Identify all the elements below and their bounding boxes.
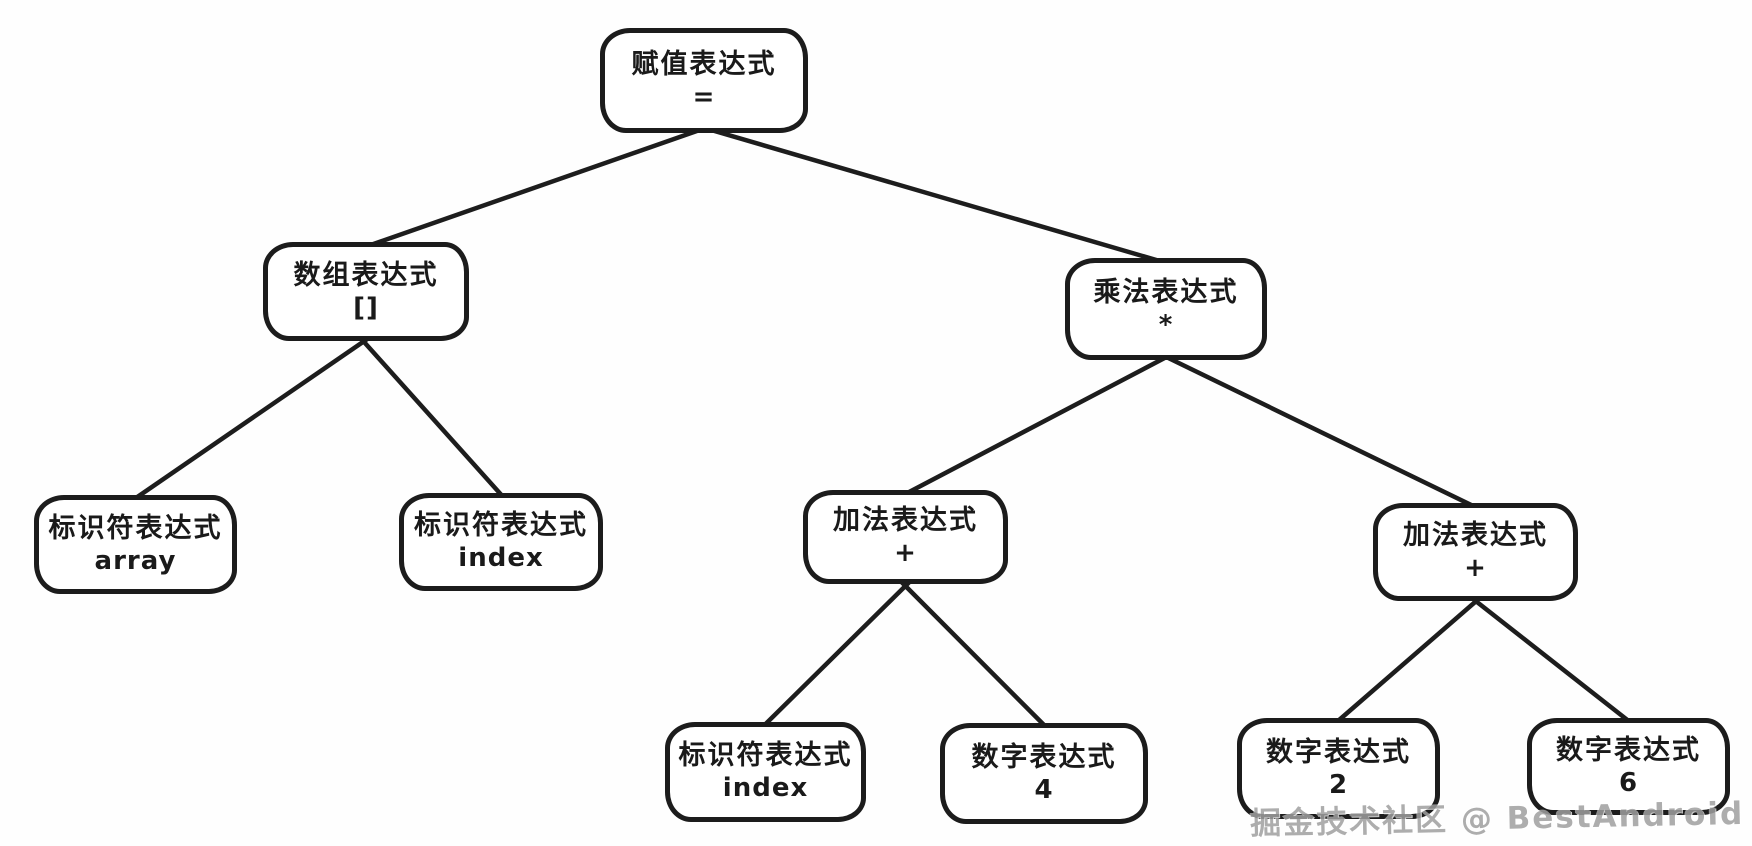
edge-array-expr-ident-array [129, 330, 379, 504]
node-type-label: 乘法表达式 [1093, 277, 1239, 309]
tree-node-assign: 赋值表达式= [600, 28, 808, 133]
node-type-label: 赋值表达式 [631, 48, 777, 80]
edge-add-left-ident-index-2 [759, 573, 918, 731]
node-value-label: 4 [1034, 774, 1054, 805]
node-type-label: 标识符表达式 [678, 740, 853, 772]
tree-node-mul-expr: 乘法表达式* [1065, 258, 1267, 360]
node-value-label: 2 [1328, 769, 1349, 800]
edge-add-right-num-6 [1463, 590, 1635, 727]
node-type-label: 数字表达式 [971, 741, 1117, 773]
edge-add-left-num-4 [893, 573, 1051, 732]
tree-node-array-expr: 数组表达式[] [263, 242, 469, 341]
node-type-label: 加法表达式 [1403, 520, 1548, 552]
edge-assign-mul-expr [691, 122, 1173, 267]
tree-node-add-left: 加法表达式+ [803, 490, 1008, 584]
node-value-label: 6 [1618, 767, 1639, 798]
node-value-label: [] [353, 292, 379, 323]
edge-mul-expr-add-left [899, 349, 1179, 499]
node-type-label: 数字表达式 [1556, 734, 1701, 766]
node-type-label: 标识符表达式 [414, 510, 588, 542]
tree-node-add-right: 加法表达式+ [1373, 503, 1578, 601]
edge-array-expr-ident-index [353, 330, 508, 502]
node-value-label: = [692, 81, 716, 112]
node-type-label: 数组表达式 [293, 259, 439, 291]
node-value-label: index [458, 543, 544, 574]
node-value-label: index [722, 773, 809, 804]
edge-assign-array-expr [359, 122, 717, 251]
node-type-label: 数字表达式 [1266, 736, 1411, 768]
node-value-label: * [1158, 310, 1174, 341]
node-type-label: 标识符表达式 [48, 512, 223, 544]
node-value-label: + [1464, 553, 1487, 584]
node-type-label: 加法表达式 [833, 505, 978, 537]
node-value-label: + [894, 538, 917, 569]
edge-mul-expr-add-right [1153, 349, 1482, 512]
edge-add-right-num-2 [1332, 590, 1488, 727]
node-value-label: array [94, 545, 177, 576]
